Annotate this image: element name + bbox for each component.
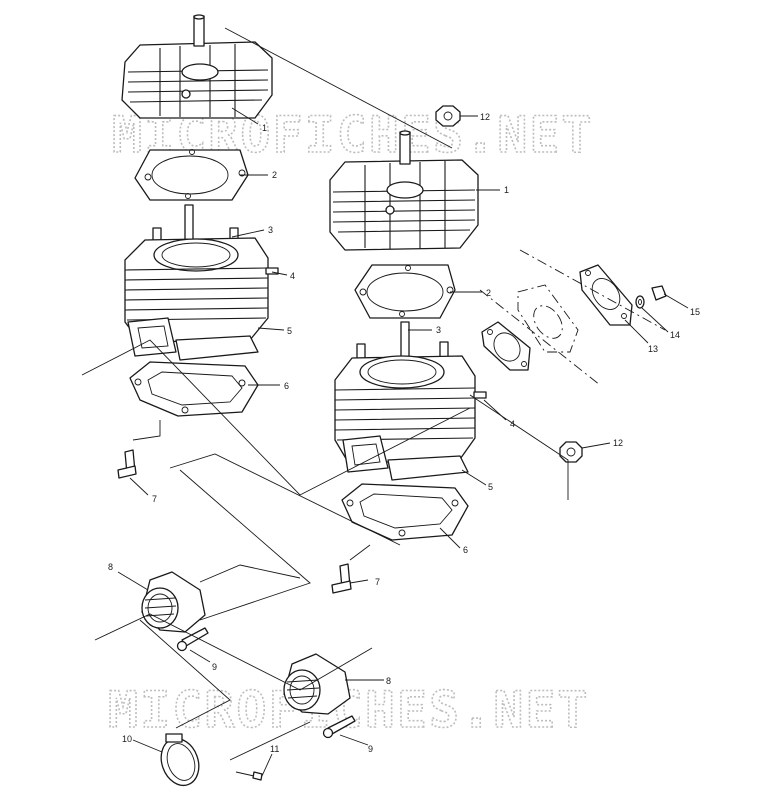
center-lines [81, 27, 666, 761]
intake-boot-top [141, 571, 206, 633]
callout-side-stud-left: 4 [290, 271, 295, 281]
cylinder-right [334, 321, 487, 481]
flange-gasket-outer [579, 264, 633, 326]
callout-bolt-top: 9 [212, 662, 217, 672]
callout-screw: 11 [270, 744, 279, 754]
callout-head-left: 1 [262, 123, 267, 133]
cylinder-left [124, 204, 279, 361]
leader-lines [117, 107, 689, 777]
fitting-right [331, 563, 352, 594]
head-gasket-right [354, 264, 456, 319]
callout-head-gasket-left: 2 [272, 170, 277, 180]
callout-nut-small: 15 [690, 307, 700, 317]
callout-base-gasket-right: 6 [463, 545, 468, 555]
callout-side-stud-right: 4 [510, 419, 515, 429]
callout-cylinder-right: 5 [488, 482, 493, 492]
cylinder-head-right [329, 130, 479, 251]
base-gasket-right [341, 483, 469, 541]
fitting-left [117, 449, 137, 479]
head-gasket-left [134, 149, 249, 201]
callout-stud-right: 3 [436, 325, 441, 335]
nut-small [651, 285, 667, 301]
screw [235, 771, 263, 781]
callout-base-gasket-left: 6 [284, 381, 289, 391]
cylinder-head-left [121, 14, 273, 119]
callout-head-gasket-right: 2 [486, 288, 491, 298]
callout-washer: 14 [670, 330, 680, 340]
callout-fitting-left: 7 [152, 494, 157, 504]
callout-cylinder-left: 5 [287, 326, 292, 336]
washer [635, 295, 645, 309]
callout-stud-left: 3 [268, 225, 273, 235]
callout-nut-top: 12 [480, 112, 490, 122]
callout-bolt-bottom: 9 [368, 744, 373, 754]
intake-boot-bottom [283, 653, 351, 715]
callout-boot-top: 8 [108, 562, 113, 572]
callout-fitting-right: 7 [375, 577, 380, 587]
callout-nut-right: 12 [613, 438, 623, 448]
nut-top [435, 105, 461, 127]
callout-numbers: 1 2 3 4 5 6 7 12 1 2 3 4 5 6 7 12 13 14 … [108, 112, 700, 754]
callout-clamp: 10 [122, 734, 132, 744]
nut-right [559, 441, 583, 463]
clamp [160, 733, 200, 787]
flange-gasket-dashed [517, 284, 579, 353]
base-gasket-left [129, 361, 259, 417]
bolt-bottom [322, 715, 356, 739]
callout-flange-gasket: 13 [648, 344, 658, 354]
callout-boot-bottom: 8 [386, 676, 391, 686]
callout-head-right: 1 [504, 185, 509, 195]
flange-gasket-inner [481, 321, 531, 371]
